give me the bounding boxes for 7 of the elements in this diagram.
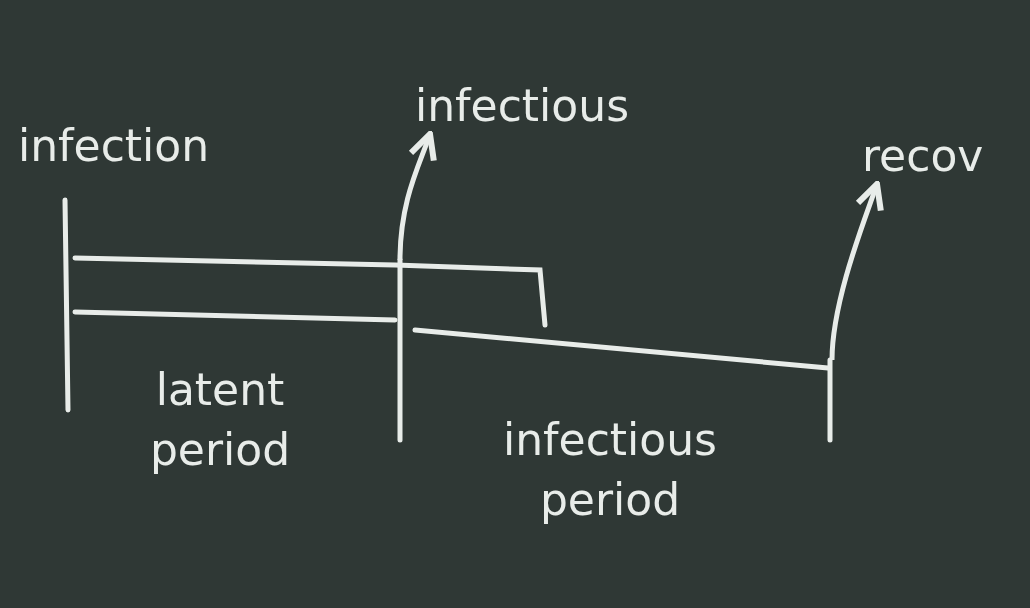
arrow [829, 181, 884, 361]
chalk-label: infectious [415, 80, 630, 132]
period-label: latent period [148, 363, 292, 477]
period-label: infectious period [501, 413, 719, 527]
arrow [397, 131, 437, 261]
chalk-label: infection [18, 120, 210, 172]
chalk-label: recov [862, 130, 984, 182]
